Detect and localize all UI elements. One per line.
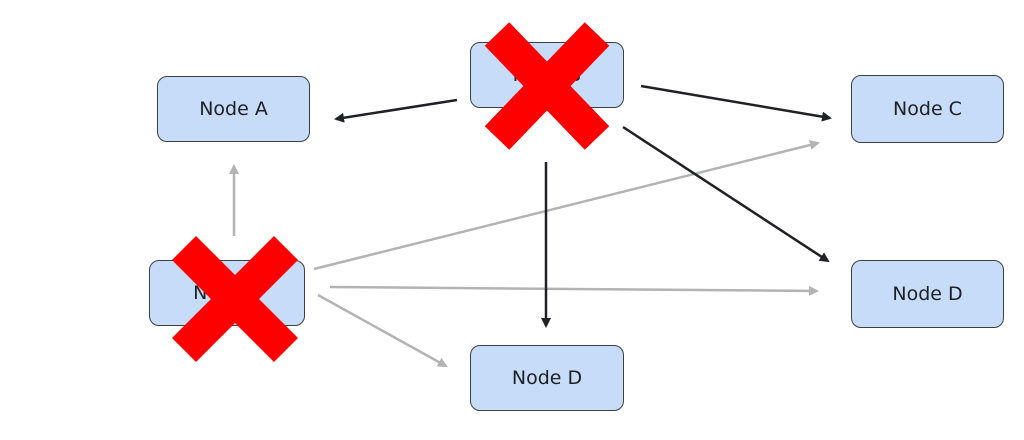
node-a[interactable]: Node A bbox=[157, 76, 310, 142]
edge-e-to-d-right bbox=[329, 285, 819, 296]
edge-e-to-c bbox=[313, 140, 820, 271]
node-a-label: Node A bbox=[199, 98, 268, 120]
node-c[interactable]: Node C bbox=[851, 75, 1004, 143]
cross-out-node-b-icon bbox=[484, 22, 610, 150]
edge-b-to-d-right bbox=[622, 125, 830, 263]
node-d-right-label: Node D bbox=[892, 283, 963, 305]
node-d-bottom-label: Node D bbox=[511, 367, 583, 389]
edge-b-to-c bbox=[640, 84, 832, 122]
node-d-bottom[interactable]: Node D bbox=[470, 345, 624, 411]
edge-b-to-a bbox=[334, 98, 458, 123]
cross-out-node-e-icon bbox=[171, 235, 299, 363]
edge-e-to-d-bottom bbox=[317, 293, 448, 368]
node-d-right[interactable]: Node D bbox=[851, 260, 1004, 328]
node-c-label: Node C bbox=[893, 98, 962, 120]
caption-cut-off bbox=[0, 428, 1024, 440]
